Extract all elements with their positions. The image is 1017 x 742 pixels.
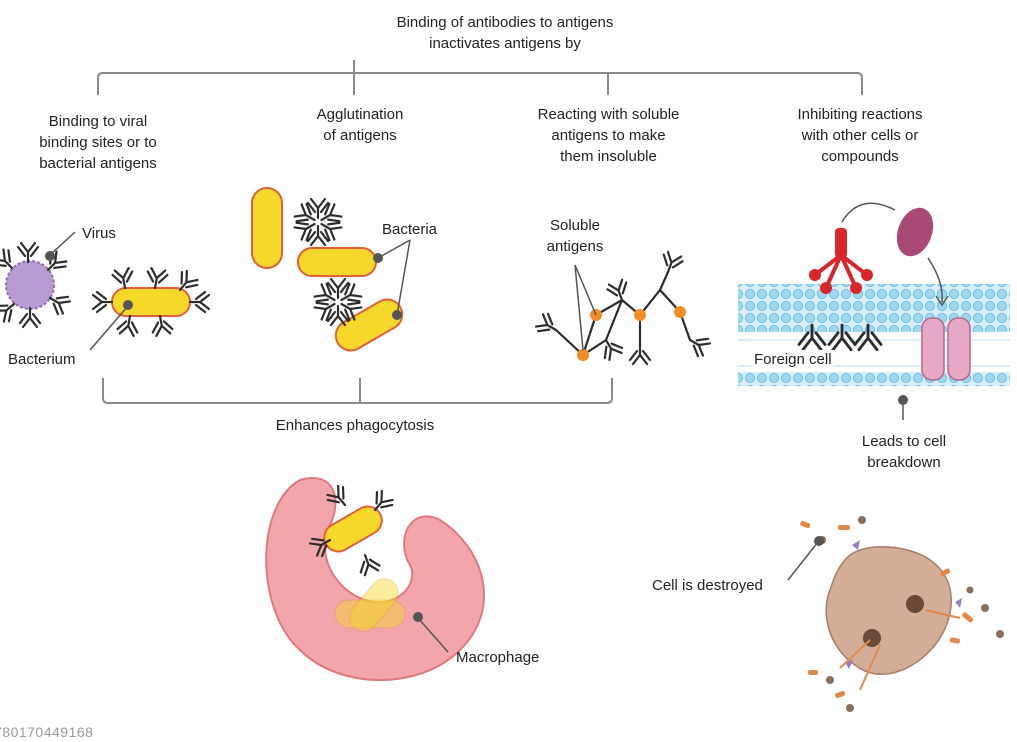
branch-heading-line: antigens to make — [551, 127, 666, 144]
bottom-bracket — [102, 378, 613, 404]
branch-heading-line: bacterial antigens — [39, 155, 157, 172]
top-bracket — [97, 60, 863, 95]
branch-heading-line: Binding to viral — [48, 113, 148, 130]
virus-pointer — [45, 231, 76, 261]
soluble-antigens-label-line-1: Soluble — [549, 217, 601, 234]
soluble-antigens-label-line-2: antigens — [546, 238, 604, 255]
diagram-title-line-2: inactivates antigens by — [429, 35, 581, 52]
soluble-antigens-pointer — [574, 264, 597, 351]
bacterium-icon — [91, 266, 211, 338]
soluble-antigen-network — [533, 249, 713, 366]
branch-heading-line: Reacting with soluble — [537, 106, 680, 123]
bacteria-label: Bacteria — [382, 221, 438, 238]
branch-heading-line: of antigens — [323, 127, 397, 144]
macrophage-label: Macrophage — [456, 649, 540, 666]
branch-heading-line: them insoluble — [560, 148, 657, 165]
bacteria-pointer — [373, 239, 411, 320]
branch-heading-line: binding sites or to — [39, 134, 157, 151]
cell-destroyed-label: Cell is destroyed — [652, 577, 763, 594]
foreign-cell-label: Foreign cell — [752, 350, 834, 370]
branch-heading-line: Agglutination — [316, 106, 404, 123]
destroyed-cell-icon — [800, 516, 1004, 712]
virus-label: Virus — [82, 225, 116, 242]
macrophage-pointer — [413, 612, 449, 653]
channel-icon — [921, 317, 971, 381]
leads-to-breakdown-label-line-2: breakdown — [867, 454, 941, 471]
agglutination-cluster — [251, 187, 404, 352]
bacterium-label: Bacterium — [8, 351, 76, 368]
compound-arrow — [841, 202, 949, 307]
cell-destroyed-pointer — [787, 536, 824, 581]
branch-heading-line: with other cells or — [801, 127, 919, 144]
virus-icon — [0, 241, 73, 329]
macrophage-icon — [265, 477, 485, 681]
branch-heading-line: Inhibiting reactions — [797, 106, 923, 123]
bacterium-pointer — [89, 300, 133, 351]
compound-icon — [896, 207, 934, 257]
receptor-icon — [797, 228, 883, 352]
diagram-title-line-1: Binding of antibodies to antigens — [396, 14, 614, 31]
leads-to-breakdown-label-line-1: Leads to cell — [861, 433, 947, 450]
breakdown-pointer — [898, 395, 908, 420]
enhances-phagocytosis-label: Enhances phagocytosis — [275, 417, 435, 434]
image-id-watermark: 780170449168 — [0, 724, 94, 740]
branch-heading-line: compounds — [821, 148, 899, 165]
